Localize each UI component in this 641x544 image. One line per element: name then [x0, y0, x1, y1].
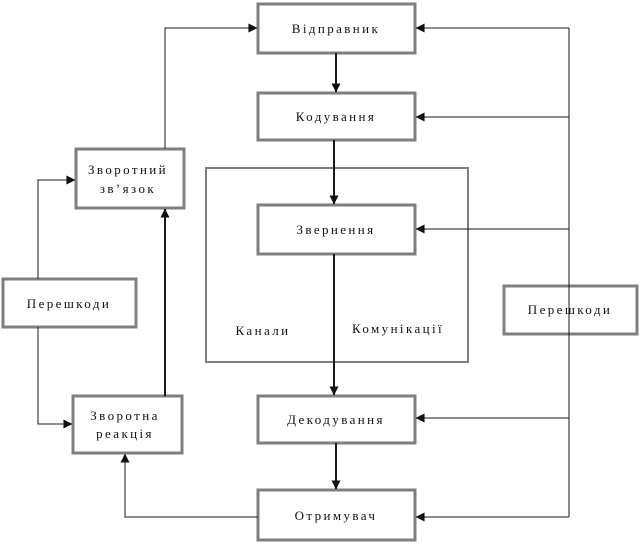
feedback-label-line1: Зворотний	[88, 162, 168, 177]
arrow-receiver-to-response	[120, 453, 258, 518]
message-label: Звернення	[296, 222, 375, 237]
noise-right-label: Перешкоди	[528, 302, 612, 317]
arrow-feedback-to-sender	[164, 23, 258, 149]
decoding-box	[256, 394, 417, 445]
channels-label: Канали	[236, 323, 291, 338]
feedback-label-line2: зв’язок	[100, 181, 156, 196]
encoding-box	[256, 91, 417, 142]
response-box	[71, 394, 184, 455]
arrow-noise-to-response	[37, 327, 73, 429]
communications-label: Комунікації	[352, 321, 444, 336]
noise-left-box	[1, 277, 138, 329]
sender-label: Відправник	[292, 21, 381, 36]
channel-frame	[205, 167, 469, 363]
encoding-label: Кодування	[296, 109, 377, 124]
arrow-noise-to-feedback	[37, 175, 76, 279]
feedback-box	[74, 147, 186, 210]
response-label-line2: реакція	[96, 426, 154, 441]
receiver-label: Отримувач	[295, 508, 378, 523]
noise-left-label: Перешкоди	[27, 296, 111, 311]
noise-right-box	[502, 284, 639, 336]
response-label-line1: Зворотна	[90, 408, 160, 423]
receiver-box	[256, 488, 417, 542]
decoding-label: Декодування	[287, 412, 385, 427]
message-box	[256, 203, 417, 256]
